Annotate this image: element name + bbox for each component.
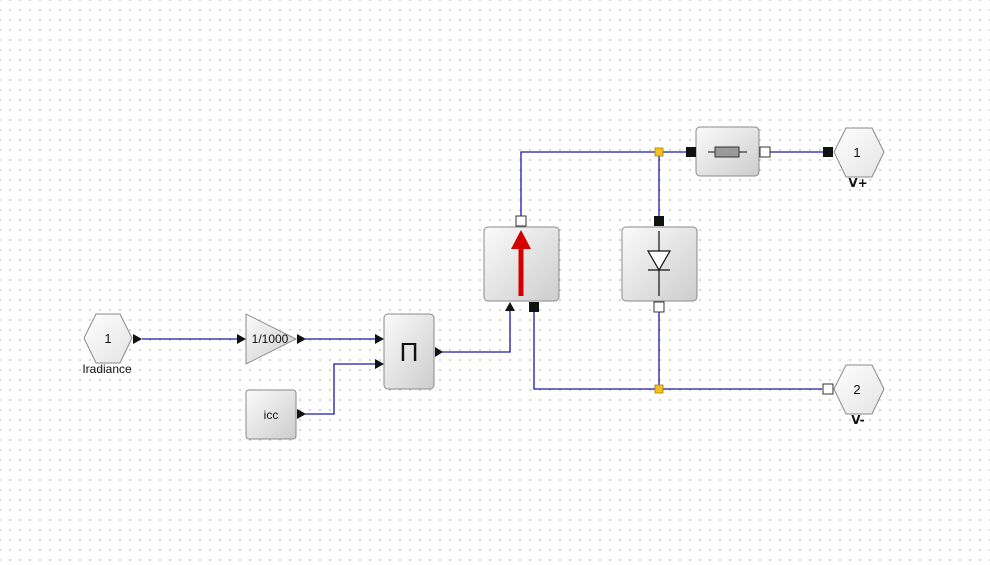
diode-top-port[interactable] [654, 216, 664, 226]
product-block[interactable]: Π [375, 313, 443, 390]
resistor-right-port[interactable] [759, 146, 771, 158]
current-source-bottom-port[interactable] [529, 302, 539, 312]
input-port-number: 1 [104, 331, 111, 346]
output-arrow-icon [297, 409, 306, 419]
resistor-symbol-icon [708, 146, 747, 158]
resistor-left-port[interactable] [686, 147, 696, 157]
input-arrow-icon [375, 359, 384, 369]
product-symbol: Π [400, 337, 419, 367]
current-arrow-icon [511, 230, 531, 296]
vminus-input-port[interactable] [822, 383, 834, 395]
constant-label: icc [264, 408, 279, 422]
output-port-vminus[interactable]: 2 V- [822, 364, 885, 427]
input-port-label: Iradiance [82, 362, 132, 376]
output-port-vplus[interactable]: 1 V+ [823, 127, 885, 190]
output-port-hexagon[interactable] [833, 127, 885, 178]
vplus-input-port[interactable] [823, 147, 833, 157]
input-port-irradiance[interactable]: 1 Iradiance [82, 313, 142, 376]
input-port-hexagon[interactable] [83, 313, 133, 364]
wires [142, 151, 826, 415]
output-port-number: 2 [853, 382, 860, 397]
wire-icc-to-product[interactable] [305, 363, 380, 415]
gain-label: 1/1000 [252, 332, 289, 346]
output-port-label: V- [851, 413, 864, 427]
constant-block-icc[interactable]: icc [245, 389, 306, 440]
input-arrow-icon [375, 334, 384, 344]
gain-block[interactable]: 1/1000 [237, 313, 306, 365]
output-arrow-icon [133, 334, 142, 344]
product-box[interactable] [383, 313, 435, 390]
wire-current-source-bottom-to-node[interactable] [533, 308, 659, 390]
control-input-arrow-icon [505, 302, 515, 311]
output-port-label: V+ [848, 176, 867, 190]
output-port-number: 1 [853, 145, 860, 160]
diode-bottom-port[interactable] [653, 301, 665, 313]
diode-symbol-icon [646, 231, 672, 296]
constant-box[interactable] [245, 389, 297, 440]
diode-block[interactable] [621, 216, 698, 313]
split-junction-top[interactable] [654, 147, 664, 157]
resistor-block[interactable] [686, 126, 771, 177]
output-arrow-icon [435, 347, 443, 357]
output-port-hexagon[interactable] [833, 364, 885, 415]
current-source-top-port[interactable] [515, 215, 527, 227]
input-arrow-icon [237, 334, 246, 344]
split-junction-bottom[interactable] [654, 384, 664, 394]
wire-current-source-top-to-node[interactable] [520, 151, 659, 216]
output-arrow-icon [297, 334, 306, 344]
current-source-block[interactable] [483, 215, 560, 312]
wire-product-to-current-source[interactable] [441, 306, 511, 353]
